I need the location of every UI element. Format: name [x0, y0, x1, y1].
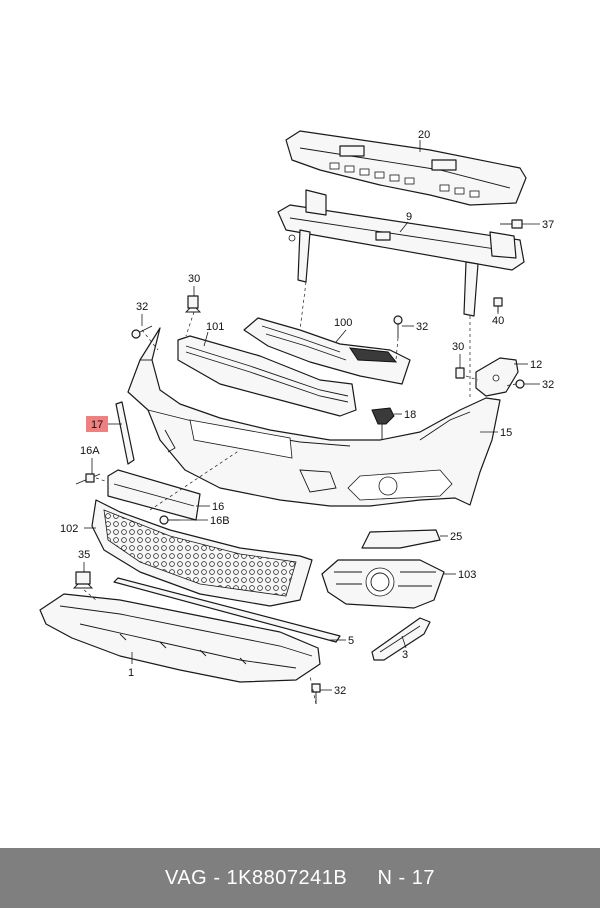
part-20-energy-absorber[interactable] [285, 130, 527, 206]
label-32-bottom: 32 [334, 685, 346, 697]
label-25: 25 [450, 531, 462, 543]
label-16b: 16B [210, 515, 230, 527]
screw-32-middle[interactable] [393, 315, 403, 338]
label-32-middle: 32 [416, 321, 428, 333]
label-32-right: 32 [542, 379, 554, 391]
part-101-upper-grille[interactable] [177, 335, 357, 417]
part-103-fog-grille[interactable] [321, 559, 445, 609]
footer-gap [353, 867, 371, 889]
screw-32-right[interactable] [515, 379, 525, 389]
part-17-trim-strip[interactable] [115, 401, 135, 465]
label-35: 35 [78, 549, 90, 561]
label-101: 101 [206, 321, 224, 333]
label-16a: 16A [80, 445, 100, 457]
part-3-air-guide[interactable] [371, 617, 431, 661]
footer-position-label: N [377, 866, 393, 889]
label-3: 3 [402, 649, 408, 661]
footer-separator-1: - [213, 866, 221, 889]
footer-position-number: 17 [411, 866, 436, 889]
part-5-strip[interactable] [113, 577, 341, 643]
part-16-plate-holder[interactable] [107, 469, 201, 521]
clip-30-right[interactable] [455, 367, 465, 379]
label-30-left: 30 [188, 273, 200, 285]
label-103: 103 [458, 569, 476, 581]
footer-brand: VAG [164, 866, 208, 889]
clip-30-left[interactable] [184, 295, 202, 313]
part-102-lower-grille[interactable] [91, 499, 313, 607]
part-12-guide-bracket[interactable] [475, 357, 519, 397]
label-17-highlight [86, 416, 108, 432]
label-100: 100 [334, 317, 352, 329]
label-20: 20 [418, 129, 430, 141]
label-37: 37 [542, 219, 554, 231]
part-25-trim-strip[interactable] [361, 529, 441, 549]
label-40: 40 [492, 315, 504, 327]
label-17: 17 [91, 419, 103, 431]
part-16b-screw[interactable] [159, 515, 180, 525]
label-30-right: 30 [452, 341, 464, 353]
label-9: 9 [406, 211, 412, 223]
part-100-grille-insert[interactable] [243, 317, 411, 385]
label-16: 16 [212, 501, 224, 513]
part-1-underbody-panel[interactable] [39, 593, 321, 683]
part-15-bumper-cover[interactable] [127, 327, 501, 507]
footer-bar: VAG - 1K8807241B N - 17 [0, 848, 600, 908]
label-15: 15 [500, 427, 512, 439]
label-32-left: 32 [136, 301, 148, 313]
part-35-clip[interactable] [72, 571, 94, 589]
label-102: 102 [60, 523, 78, 535]
label-18: 18 [404, 409, 416, 421]
bolt-37[interactable] [500, 219, 523, 229]
assembly-lines [83, 281, 517, 705]
part-9-bumper-carrier[interactable] [277, 189, 525, 317]
label-12: 12 [530, 359, 542, 371]
label-1: 1 [128, 667, 134, 679]
screw-32-bottom[interactable] [311, 683, 321, 704]
screw-32-left[interactable] [131, 325, 153, 339]
footer-part-info: VAG - 1K8807241B N - 17 [165, 867, 435, 890]
footer-separator-2: - [398, 866, 406, 889]
part-16a-clip[interactable] [75, 473, 101, 485]
parts-diagram: 20 9 37 40 30 32 [39, 129, 554, 705]
label-5: 5 [348, 635, 354, 647]
footer-part-number: 1K8807241B [226, 866, 348, 889]
part-18-emblem[interactable] [371, 407, 395, 440]
